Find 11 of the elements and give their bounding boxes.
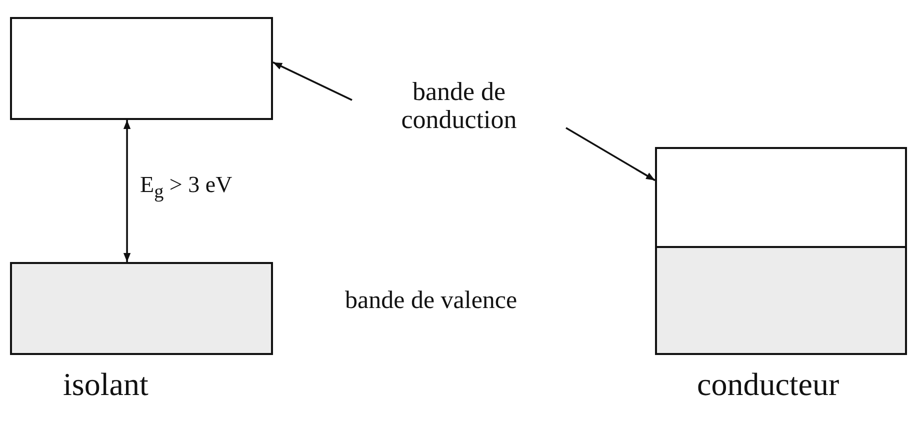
- arrow: [566, 127, 656, 182]
- filled-energy-band-box: [10, 262, 273, 355]
- filled-energy-band-box: [655, 246, 907, 355]
- arrow: [123, 120, 131, 262]
- material-label: conducteur: [697, 366, 840, 403]
- empty-energy-band-box: [10, 17, 273, 120]
- band-label: bande de valence: [345, 287, 518, 315]
- band-label: bande de conduction: [352, 78, 566, 136]
- material-label: isolant: [63, 366, 148, 403]
- arrow: [272, 62, 352, 101]
- edge-label: E$_{g}$ > 3 eV: [140, 172, 232, 204]
